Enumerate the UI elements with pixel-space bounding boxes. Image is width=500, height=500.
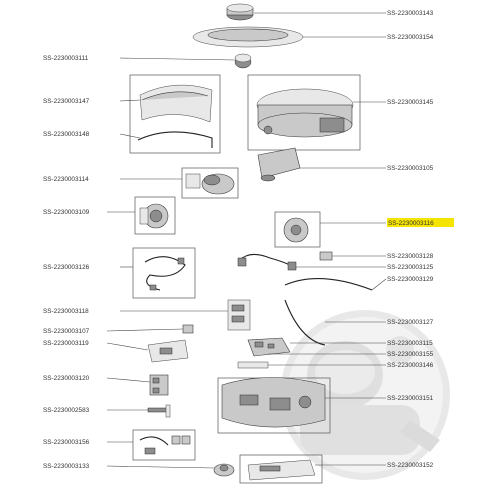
- ref-label[interactable]: SS-2230003120: [43, 375, 90, 382]
- ref-label[interactable]: SS-2230003125: [387, 264, 434, 271]
- wheel-knob-part: [234, 53, 252, 69]
- ref-label[interactable]: SS-2230003133: [43, 463, 90, 470]
- ref-label[interactable]: SS-2230003148: [43, 131, 90, 138]
- ref-label[interactable]: SS-2230003128: [387, 253, 434, 260]
- top-cap-part: [226, 3, 254, 21]
- group-box-bumper: [129, 74, 221, 154]
- ref-label[interactable]: SS-2230003145: [387, 99, 434, 106]
- ref-label[interactable]: SS-2230003156: [43, 439, 90, 446]
- ref-label[interactable]: SS-2230003147: [43, 98, 90, 105]
- group-box-top-housing: [247, 74, 361, 151]
- bumper-part: [139, 84, 213, 123]
- group-box-small-parts: [132, 429, 196, 461]
- small-parts-kit-part: [139, 435, 191, 455]
- base-chassis-part: [221, 377, 326, 428]
- cliff-sensor-part: [149, 374, 169, 396]
- switch-part: [182, 324, 194, 334]
- ref-label-highlighted[interactable]: SS-2230003116: [388, 220, 434, 227]
- wire-connector-part: [237, 253, 297, 271]
- bumper-strip-part: [137, 131, 213, 148]
- ref-label[interactable]: SS-2230003126: [43, 264, 90, 271]
- ref-label[interactable]: SS-2230003155: [387, 351, 434, 358]
- small-connector-part: [319, 251, 333, 261]
- ref-label[interactable]: SS-2230003127: [387, 319, 434, 326]
- ref-label[interactable]: SS-2230003119: [43, 340, 89, 347]
- bumper-sensor-part: [147, 339, 189, 363]
- leader-lines: [106, 12, 387, 469]
- fan-motor-part: [181, 167, 239, 199]
- ref-label[interactable]: SS-2230002583: [43, 407, 90, 414]
- ref-label[interactable]: SS-2230003154: [387, 34, 434, 41]
- drive-wheel-part: [274, 211, 321, 248]
- reference-labels: SS-2230003143 SS-2230003154 SS-223000311…: [43, 10, 434, 470]
- ref-label[interactable]: SS-2230003115: [387, 340, 433, 347]
- group-box-wiring: [132, 247, 196, 299]
- dust-sensor-part: [237, 361, 269, 369]
- top-cover-disc-part: [192, 26, 304, 48]
- ref-label[interactable]: SS-2230003107: [43, 328, 90, 335]
- ref-label[interactable]: SS-2230003129: [387, 276, 434, 283]
- caster-wheel-part: [213, 463, 235, 477]
- ref-label[interactable]: SS-2230003151: [387, 395, 434, 402]
- sensor-board-part: [227, 299, 251, 331]
- ref-label[interactable]: SS-2230003114: [43, 176, 89, 183]
- highlight-marker: [387, 218, 454, 227]
- ref-label[interactable]: SS-2230003152: [387, 462, 434, 469]
- ref-label[interactable]: SS-2230003109: [43, 209, 90, 216]
- main-pcb-part: [247, 337, 291, 357]
- ref-label[interactable]: SS-2230003118: [43, 308, 89, 315]
- ref-label[interactable]: SS-2230003146: [387, 362, 434, 369]
- ref-label[interactable]: SS-2230003105: [387, 165, 434, 172]
- bottom-cover-part: [247, 459, 316, 481]
- wire-harness-part: [144, 256, 186, 291]
- watermark-logo: [280, 310, 450, 480]
- brush-module-part: [257, 147, 301, 182]
- ref-label[interactable]: SS-2230003111: [43, 55, 89, 62]
- cable-part: [284, 278, 373, 346]
- ref-label[interactable]: SS-2230003143: [387, 10, 434, 17]
- side-motor-part: [134, 196, 176, 235]
- top-housing-part: [256, 88, 354, 138]
- group-box-bottom-cover: [239, 454, 323, 484]
- screw-part: [147, 404, 171, 418]
